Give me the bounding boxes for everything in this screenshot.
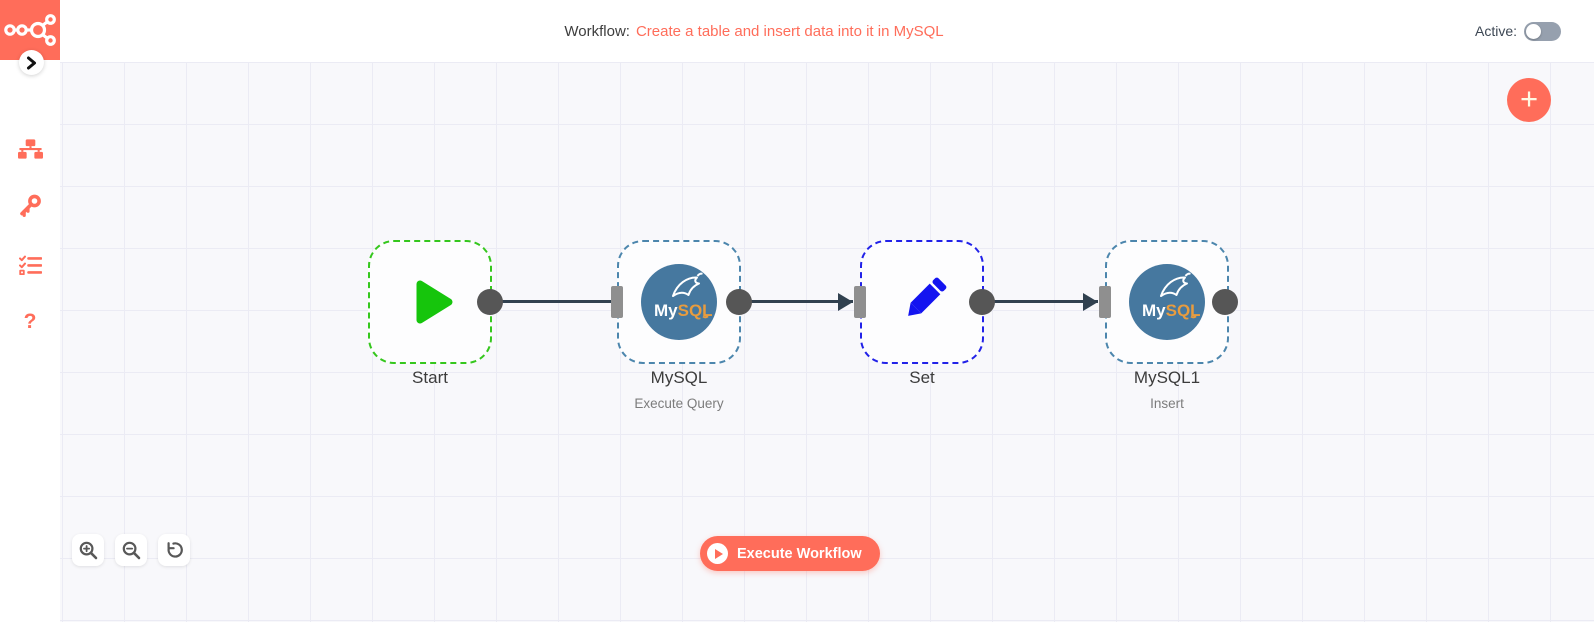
sitemap-icon (17, 139, 43, 159)
active-toggle-knob[interactable] (1526, 23, 1541, 39)
node-label-set: Set (909, 368, 935, 387)
active-toggle-group: Active: (1475, 0, 1561, 62)
connection-arrow-icon (1083, 293, 1098, 311)
node-label-mysql1: MySQL1 (1133, 368, 1201, 387)
zoom-reset-button[interactable] (158, 534, 190, 566)
workflow-label: Workflow: (564, 22, 630, 40)
plus-icon: + (1519, 81, 1539, 116)
node-subtitle-mysql: Execute Query (634, 396, 724, 411)
chevron-right-icon (27, 56, 36, 69)
sidebar-item-executions[interactable] (0, 255, 60, 275)
workflow-canvas[interactable]: MySQL MySQL (60, 62, 1594, 622)
endpoint-output-set[interactable] (969, 289, 995, 315)
zoom-out-button[interactable] (115, 534, 147, 566)
list-check-icon (18, 255, 42, 275)
key-icon (20, 194, 41, 217)
execute-workflow-button[interactable]: Execute Workflow (700, 536, 880, 571)
active-label: Active: (1474, 23, 1517, 39)
endpoint-input-mysql[interactable] (611, 286, 623, 318)
connection-line (490, 300, 611, 303)
node-label-start: Start (412, 368, 448, 387)
sidebar-item-credentials[interactable] (0, 194, 60, 218)
node-mysql[interactable]: MySQL (617, 240, 741, 364)
play-circle-icon (707, 543, 728, 564)
node-label-mysql: MySQL (650, 368, 708, 387)
reset-zoom-icon (167, 541, 183, 558)
svg-text:MySQL: MySQL (1142, 301, 1201, 320)
node-set[interactable] (860, 240, 984, 364)
zoom-in-button[interactable] (72, 534, 104, 566)
connection-line (739, 300, 853, 303)
add-node-button[interactable]: + (1507, 78, 1551, 122)
mysql-logo: MySQL (641, 264, 717, 340)
endpoint-output-mysql[interactable] (726, 289, 752, 315)
endpoint-output-start[interactable] (477, 289, 503, 315)
node-start[interactable] (368, 240, 492, 364)
connection-arrow-icon (838, 293, 853, 311)
zoom-out-icon (122, 541, 140, 559)
endpoint-output-mysql1[interactable] (1212, 289, 1238, 315)
execute-workflow-label: Execute Workflow (737, 545, 862, 562)
node-subtitle-mysql1: Insert (1150, 396, 1184, 411)
question-mark-icon: ? (23, 310, 37, 333)
node-mysql1[interactable]: MySQL (1105, 240, 1229, 364)
svg-text:MySQL: MySQL (654, 301, 713, 320)
sidebar: ? (0, 60, 60, 622)
play-icon (416, 280, 453, 324)
n8n-logo-icon (4, 14, 56, 46)
sidebar-item-help[interactable]: ? (0, 311, 60, 332)
active-toggle[interactable] (1524, 21, 1561, 41)
workflow-title-link[interactable]: Create a table and insert data into it i… (635, 22, 944, 40)
sidebar-item-workflows[interactable] (0, 139, 60, 161)
mysql-logo: MySQL (1129, 264, 1205, 340)
workflow-title-bar: Workflow: Create a table and insert data… (564, 0, 943, 62)
connection-line (982, 300, 1098, 303)
zoom-in-icon (79, 541, 97, 559)
sidebar-collapse-button[interactable] (19, 50, 44, 75)
header-bar: Workflow: Create a table and insert data… (60, 0, 1594, 62)
endpoint-input-set[interactable] (854, 286, 866, 318)
pencil-icon (908, 277, 947, 316)
endpoint-input-mysql1[interactable] (1099, 286, 1111, 318)
